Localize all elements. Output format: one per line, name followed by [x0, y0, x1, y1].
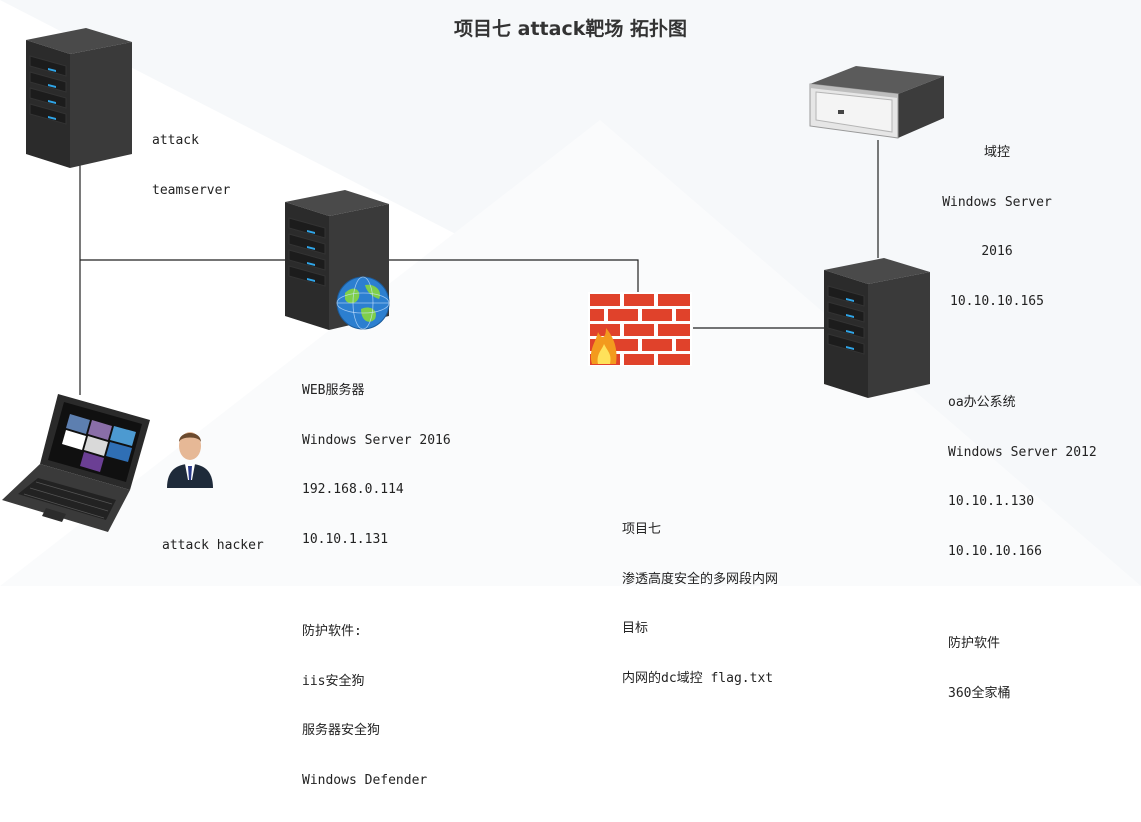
- oa-server-protection-heading: 防护软件: [948, 636, 1001, 651]
- teamserver-label-line: attack: [152, 133, 199, 148]
- laptop-icon: [2, 394, 150, 532]
- oa-server-label-line: oa办公系统: [948, 395, 1016, 410]
- teamserver-label-line: teamserver: [152, 182, 231, 198]
- project-note-line: 渗透高度安全的多网段内网: [622, 571, 779, 587]
- background-shapes: [0, 0, 1141, 586]
- domain-controller-label-line: 域控: [983, 145, 1010, 160]
- web-server-protection-item: 服务器安全狗: [302, 723, 381, 738]
- firewall-icon: [588, 292, 692, 366]
- teamserver-server-icon: [26, 28, 132, 168]
- oa-server-label-line: 10.10.1.130: [948, 494, 1035, 509]
- link-web-to-firewall: [388, 259, 639, 292]
- oa-server-label-line: Windows Server 2012: [948, 444, 1097, 460]
- domain-controller-label-line: 2016: [981, 244, 1013, 259]
- hacker-label-line: attack hacker: [162, 538, 264, 553]
- project-notes: 项目七 渗透高度安全的多网段内网 目标 内网的dc域控 flag.txt: [622, 489, 778, 720]
- network-links: [79, 140, 879, 395]
- oa-server-icon: [824, 258, 930, 398]
- project-note-line: 项目七: [622, 522, 662, 537]
- web-server-label: WEB服务器 Windows Server 2016 192.168.0.114…: [302, 350, 451, 822]
- web-server-label-line: 192.168.0.114: [302, 482, 404, 497]
- oa-server-label-line: 10.10.10.166: [948, 543, 1042, 559]
- oa-server-protection-item: 360全家桶: [948, 685, 1011, 701]
- domain-controller-label-line: Windows Server: [942, 194, 1052, 210]
- diagram-title: 项目七 attack靶场 拓扑图: [454, 18, 687, 40]
- project-note-line: 目标: [622, 621, 649, 636]
- web-server-protection-item: iis安全狗: [302, 673, 365, 689]
- hacker-person-icon: [167, 432, 213, 488]
- domain-controller-label: 域控 Windows Server 2016 10.10.10.165: [922, 112, 1072, 343]
- domain-controller-label-line: 10.10.10.165: [950, 293, 1044, 309]
- web-server-label-line: 10.10.1.131: [302, 531, 389, 547]
- project-note-line: 内网的dc域控 flag.txt: [622, 670, 774, 686]
- teamserver-label: attack teamserver: [152, 100, 230, 232]
- web-server-protection-item: Windows Defender: [302, 772, 428, 788]
- topology-diagram: 项目七 attack靶场 拓扑图 attack teamserver: [0, 0, 1141, 788]
- web-server-protection-heading: 防护软件:: [302, 624, 362, 639]
- domain-controller-server-icon: [809, 66, 944, 139]
- hacker-label: attack hacker: [162, 505, 264, 588]
- globe-icon: [336, 276, 390, 330]
- web-server-label-line: Windows Server 2016: [302, 432, 451, 448]
- web-server-label-line: WEB服务器: [302, 383, 365, 398]
- oa-server-label: oa办公系统 Windows Server 2012 10.10.1.130 1…: [948, 362, 1097, 735]
